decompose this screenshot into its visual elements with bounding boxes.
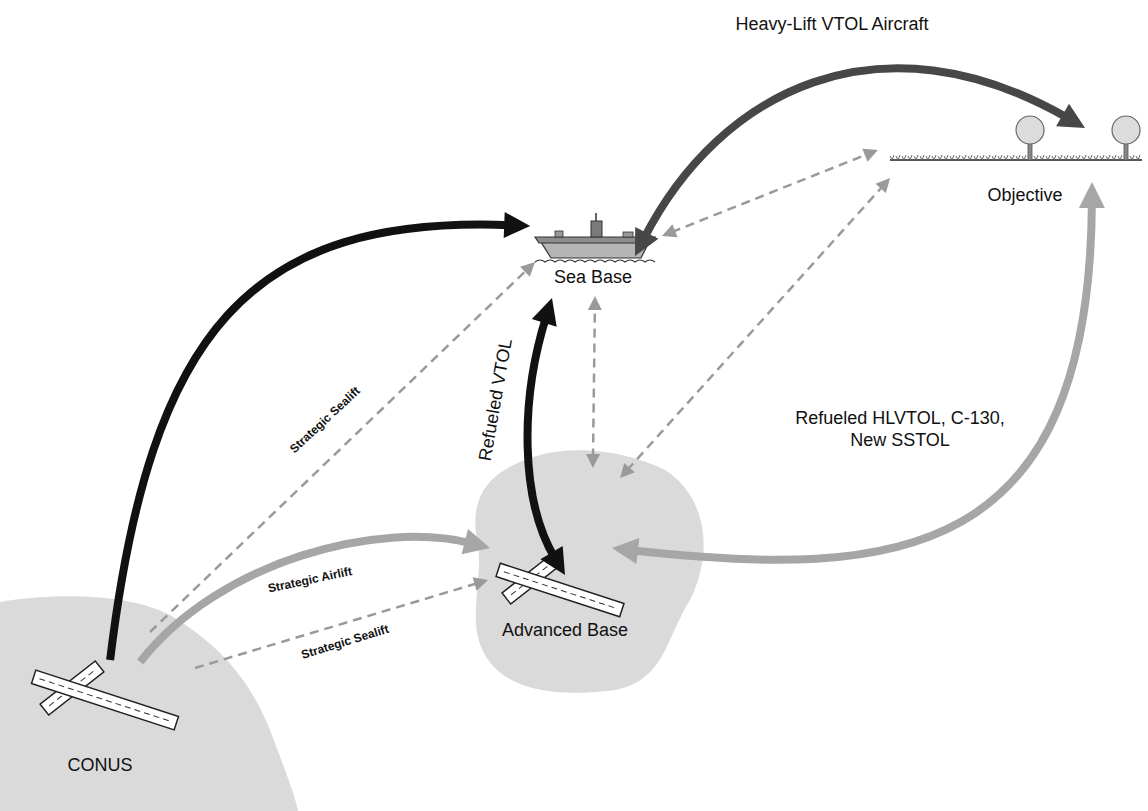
dashed-connector — [620, 178, 890, 478]
connector-line — [110, 225, 511, 661]
objective-node: Objective — [880, 110, 1146, 210]
region-blob — [475, 450, 703, 692]
connector-line — [631, 202, 1092, 560]
tree-canopy — [1112, 116, 1140, 144]
ship-node: Sea Base — [535, 212, 655, 292]
adv-illustration — [465, 440, 710, 695]
runway-surface — [32, 670, 179, 730]
connector-line — [195, 583, 478, 668]
arrowhead — [876, 178, 891, 193]
ship-mast — [595, 213, 597, 221]
flight-deck — [535, 237, 655, 243]
connector-line — [644, 68, 1068, 238]
connector-line — [150, 269, 527, 632]
region-node: CONUS — [0, 590, 300, 811]
conus-illustration — [0, 590, 300, 811]
runway-strip — [496, 563, 624, 616]
runway-centerline — [504, 572, 616, 608]
edge-label: Heavy-Lift VTOL Aircraft — [735, 14, 928, 36]
region-node: Advanced Base — [465, 440, 710, 695]
deck-structure — [623, 232, 633, 237]
region-blob — [0, 596, 298, 811]
arrowhead — [862, 149, 878, 162]
arrowhead — [504, 212, 531, 238]
node-label: Advanced Base — [502, 620, 628, 641]
dashed-connector — [150, 262, 535, 632]
arrowhead — [662, 224, 678, 237]
grass — [890, 155, 1140, 160]
runway-strip — [32, 670, 179, 730]
edge-label: Strategic Sealift — [300, 622, 391, 662]
edge-label: Refueled VTOL — [475, 337, 518, 463]
connector-line — [593, 307, 595, 458]
ship-island — [591, 221, 602, 237]
tree-canopy — [1016, 116, 1044, 144]
node-label: Objective — [987, 185, 1062, 206]
node-label: CONUS — [67, 755, 132, 776]
edge-label: Strategic Airlift — [267, 564, 354, 596]
arrowhead — [635, 227, 658, 256]
connector-line — [672, 154, 868, 232]
arrowhead — [1056, 104, 1085, 128]
flow-arrow — [110, 212, 530, 660]
sea-waves — [535, 260, 655, 262]
dashed-connector — [195, 577, 488, 668]
flow-arrow — [635, 68, 1085, 256]
deck-structure — [555, 231, 563, 237]
edge-label: Strategic Sealift — [287, 384, 363, 456]
arrowhead — [588, 296, 602, 310]
edge-label: Refueled HLVTOL, C-130, New SSTOL — [785, 408, 1015, 451]
dashed-connector — [586, 296, 602, 468]
node-label: Sea Base — [554, 267, 632, 288]
runway-surface — [496, 563, 624, 616]
arrowhead — [1079, 182, 1105, 208]
arrowhead — [532, 298, 557, 327]
arrowhead — [520, 262, 535, 277]
ship-hull — [541, 242, 649, 258]
runway-centerline — [39, 679, 170, 722]
